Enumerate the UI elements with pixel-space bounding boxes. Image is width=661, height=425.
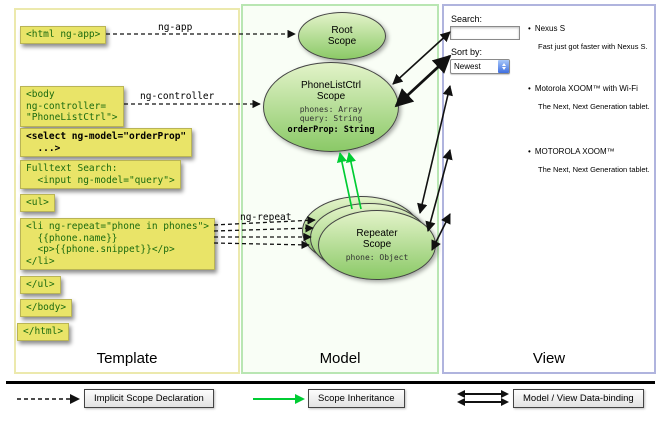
sort-select-value: Newest: [454, 62, 481, 71]
phonelistctrl-scope-title: PhoneListCtrl Scope: [300, 79, 362, 102]
phone-list-item: •Motorola XOOM™ with Wi-Fi The Next, Nex…: [528, 84, 652, 111]
phone-description: Fast just got faster with Nexus S.: [538, 42, 648, 51]
repeater-scope-ellipse: Repeater Scope phone: Object: [318, 210, 436, 280]
dashed-arrow-icon: [16, 392, 82, 411]
template-panel-label: Template: [96, 350, 158, 367]
phone-list-item: •MOTOROLA XOOM™ The Next, Next Generatio…: [528, 147, 652, 174]
ng-app-label: ng-app: [158, 22, 193, 33]
bullet-icon: •: [528, 84, 531, 93]
bullet-icon: •: [528, 24, 531, 33]
template-panel: Template: [14, 8, 240, 374]
select-arrows-icon: [498, 60, 509, 73]
phone-name: Nexus S: [534, 24, 566, 33]
view-panel-label: View: [532, 350, 566, 367]
ng-repeat-label: ng-repeat: [240, 212, 292, 223]
code-box-body-close: </body>: [20, 299, 73, 317]
root-scope-ellipse: Root Scope: [298, 12, 386, 60]
search-label: Search:: [451, 14, 483, 24]
root-scope-title: Root Scope: [327, 25, 357, 47]
code-box-ul-close: </ul>: [20, 276, 61, 294]
model-panel-label: Model: [319, 350, 361, 367]
code-box-ul-open: <ul>: [20, 194, 55, 212]
phone-list-item: •Nexus S Fast just got faster with Nexus…: [528, 24, 652, 51]
orderprop-property: orderProp: String: [287, 124, 375, 135]
phone-description: The Next, Next Generation tablet.: [538, 102, 650, 111]
legend-implicit-scope-declaration: Implicit Scope Declaration: [84, 389, 214, 408]
ng-controller-label: ng-controller: [140, 91, 215, 102]
search-input[interactable]: [450, 26, 520, 40]
code-box-body-controller: <body ng-controller= "PhoneListCtrl">: [20, 86, 124, 127]
separator-line: [6, 381, 655, 384]
green-arrow-icon: [252, 392, 306, 411]
code-box-select-ngmodel: <select ng-model="orderProp" ...>: [20, 128, 193, 157]
code-box-fulltext-search: Fulltext Search: <input ng-model="query"…: [20, 160, 181, 189]
code-box-html-open: <html ng-app>: [20, 26, 107, 44]
legend-model-view-data-binding: Model / View Data-binding: [513, 389, 644, 408]
repeater-scope-title: Repeater Scope: [356, 227, 398, 250]
repeater-scope-props: phone: Object: [345, 252, 409, 262]
phonelistctrl-scope-ellipse: PhoneListCtrl Scope phones: Array query:…: [263, 62, 399, 152]
phone-name: MOTOROLA XOOM™: [534, 147, 615, 156]
code-box-html-close: </html>: [17, 323, 70, 341]
phone-name: Motorola XOOM™ with Wi-Fi: [534, 84, 638, 93]
phonelistctrl-scope-props: phones: Array query: String: [299, 104, 363, 124]
phone-description: The Next, Next Generation tablet.: [538, 165, 650, 174]
sort-by-label: Sort by:: [451, 47, 483, 57]
legend-scope-inheritance: Scope Inheritance: [308, 389, 405, 408]
sort-select[interactable]: Newest: [450, 59, 510, 74]
double-arrow-icon: [456, 389, 510, 412]
view-panel: View Search: Sort by: Newest •Nexus S Fa…: [442, 4, 656, 374]
bullet-icon: •: [528, 147, 531, 156]
code-box-li-ngrepeat: <li ng-repeat="phone in phones"> {{phone…: [20, 218, 216, 270]
